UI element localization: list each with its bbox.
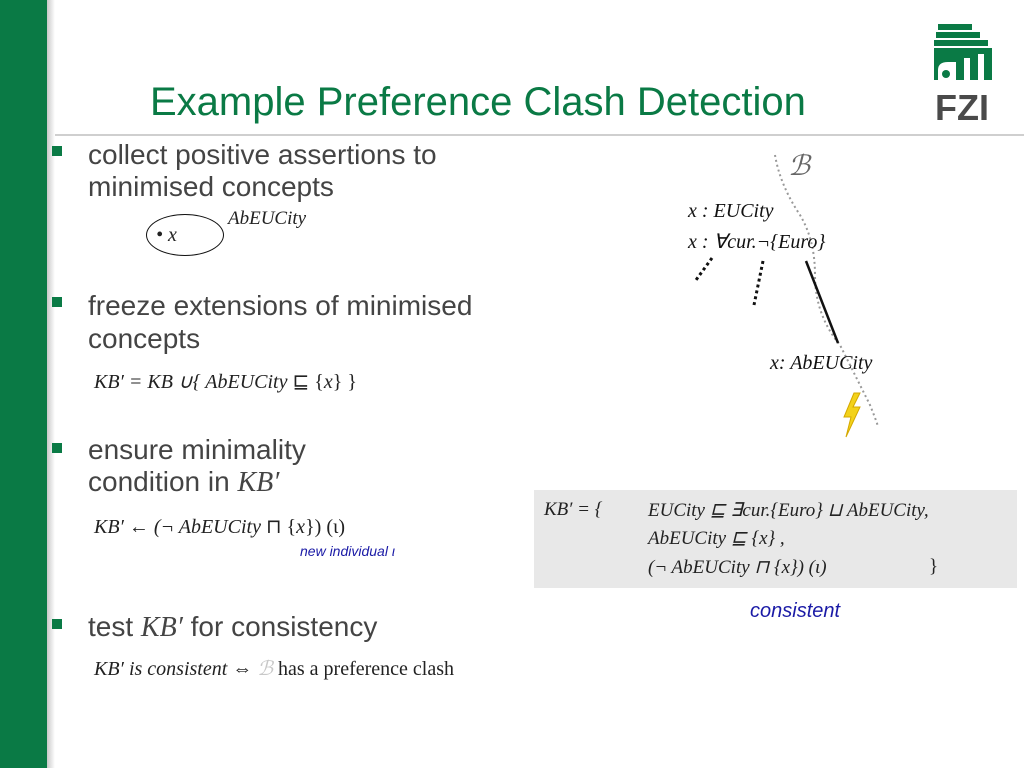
bullet-marker xyxy=(52,619,62,629)
bullet-3-line-1: ensure minimality xyxy=(88,434,306,465)
assertion-3: x: AbEUCity xyxy=(769,352,873,374)
formula-concept: AbEUCity xyxy=(205,371,288,393)
kb-definition-box: KB′ = { EUCity ⊑ ∃cur.{Euro} ⊔ AbEUCity,… xyxy=(534,490,1017,588)
consistency-formula: KB′ is consistent ⇔ ℬ has a preference c… xyxy=(94,656,454,681)
assertion-1-x: x xyxy=(687,200,697,222)
tableau-diagram: ℬ x : EUCity x : ∀cur.¬{Euro} x: AbEUCit… xyxy=(687,151,879,438)
kb-box-close: } xyxy=(929,556,939,577)
formula-concept: AbEUCity xyxy=(178,516,261,538)
bullet-4-post: for consistency xyxy=(182,611,378,642)
formula-part: }) (ι) xyxy=(305,516,346,538)
formula-kb: KB′ xyxy=(94,658,124,680)
formula-part: has a preference clash xyxy=(273,658,455,680)
logo-text: FZI xyxy=(935,87,989,122)
formula-part: } } xyxy=(332,371,357,393)
kb-box-head: KB′ = { xyxy=(544,499,603,520)
formula-x: x xyxy=(296,516,306,538)
formula-part: KB′ ← (¬ xyxy=(94,516,179,538)
sidebar-shadow xyxy=(47,0,55,768)
bullet-3-line-2: condition in KB′ xyxy=(88,466,279,499)
fzi-logo-mark-icon: FZI xyxy=(934,24,992,128)
assertion-3-rest: : AbEUCity xyxy=(779,352,873,374)
assertion-1-rest: : EUCity xyxy=(697,200,774,222)
kb-box-row-1: EUCity ⊑ ∃cur.{Euro} ⊔ AbEUCity, xyxy=(648,500,929,521)
iff-symbol: ⇔ xyxy=(232,658,253,680)
bullet-marker xyxy=(52,146,62,156)
assertion-2-rest: : ∀cur.¬{Euro} xyxy=(697,231,826,253)
assertion-3-x: x xyxy=(769,352,779,374)
branch-solid xyxy=(804,260,840,344)
minimality-formula: KB′ ← (¬ AbEUCity ⊓ {x}) (ι) xyxy=(94,514,345,539)
kb-box-row-2: AbEUCity ⊑ {x} , xyxy=(648,528,785,549)
formula-part: ⊑ { xyxy=(287,371,324,393)
individual-x: • x xyxy=(156,224,177,246)
bullet-marker xyxy=(52,443,62,453)
bullet-marker xyxy=(52,297,62,307)
formula-b-symbol: ℬ xyxy=(257,658,274,680)
branch-dotted-middle xyxy=(752,260,765,306)
concept-extension-ellipse xyxy=(146,214,224,256)
dotted-branch xyxy=(774,154,879,428)
formula-part: ⊓ { xyxy=(260,516,297,538)
bullet-2-line-1: freeze extensions of minimised xyxy=(88,290,473,321)
b-symbol: ℬ xyxy=(788,151,812,182)
assertion-1: x : EUCity xyxy=(687,200,774,222)
assertion-2-x: x xyxy=(687,231,697,253)
brand-sidebar xyxy=(0,0,47,768)
formula-x: x xyxy=(323,371,333,393)
formula-part: KB′ = KB ∪{ xyxy=(94,371,206,393)
consistency-status: consistent xyxy=(750,600,841,622)
clash-lightning-icon xyxy=(843,392,861,438)
formula-part: is consistent xyxy=(123,658,233,680)
bullet-1-line-2: minimised concepts xyxy=(88,171,334,202)
title-divider xyxy=(55,134,1024,136)
branch-dotted-left xyxy=(694,257,714,281)
concept-label: AbEUCity xyxy=(228,208,307,229)
bullet-2-line-2: concepts xyxy=(88,323,201,354)
bullet-4-math: KB′ xyxy=(140,612,183,643)
assertion-2: x : ∀cur.¬{Euro} xyxy=(687,231,825,253)
new-individual-note: new individual ι xyxy=(300,543,395,559)
fzi-logo: FZI xyxy=(932,22,994,128)
ellipse-individual: • x xyxy=(156,224,177,247)
bullet-3-math: KB′ xyxy=(237,467,280,498)
freeze-formula: KB′ = KB ∪{ AbEUCity ⊑ {x} } xyxy=(94,369,357,394)
bullet-4-line: test KB′ for consistency xyxy=(88,611,377,644)
bullet-3-text: condition in xyxy=(88,466,238,497)
page-title: Example Preference Clash Detection xyxy=(150,80,806,124)
kb-box-row-3: (¬ AbEUCity ⊓ {x}) (ι) xyxy=(648,557,827,578)
bullet-4-pre: test xyxy=(88,611,141,642)
bullet-1-line-1: collect positive assertions to xyxy=(88,139,437,170)
